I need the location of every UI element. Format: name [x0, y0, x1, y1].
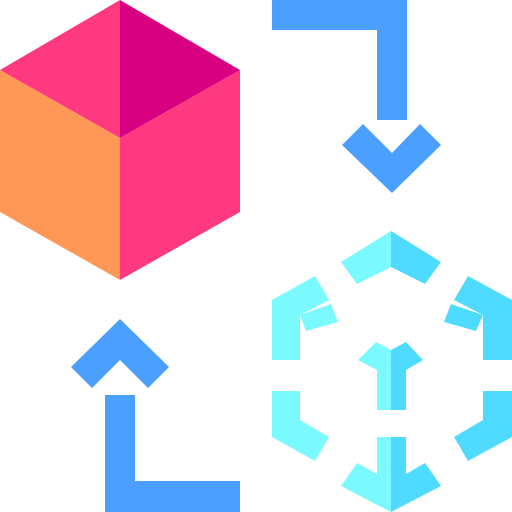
arrow-down-head — [342, 124, 441, 193]
wire-upper-right-a — [454, 276, 512, 360]
wire-upper-right-b — [444, 304, 483, 331]
cube-top-left-face — [0, 0, 120, 138]
cube-right-face — [120, 70, 240, 280]
arrow-down-icon — [272, 0, 441, 193]
arrow-up-head — [71, 319, 169, 388]
wire-center-left — [358, 342, 391, 410]
arrow-up-icon — [71, 319, 240, 512]
wire-upper-left-b — [300, 304, 338, 331]
wire-top-right — [391, 231, 441, 284]
wire-top-left — [341, 231, 391, 284]
arrow-up-shaft — [105, 395, 240, 512]
cube-left-face — [0, 70, 120, 280]
wire-center-right — [391, 342, 423, 410]
cube-top-right-face — [120, 0, 240, 138]
wire-lower-right — [454, 391, 512, 461]
arrow-down-shaft — [272, 0, 407, 120]
wire-bottom-right — [391, 437, 441, 512]
wireframe-cube-icon — [272, 231, 512, 512]
wire-upper-left-a — [272, 276, 329, 360]
wire-bottom-left — [341, 437, 391, 512]
wire-lower-left — [272, 391, 329, 461]
solid-cube-icon — [0, 0, 240, 280]
